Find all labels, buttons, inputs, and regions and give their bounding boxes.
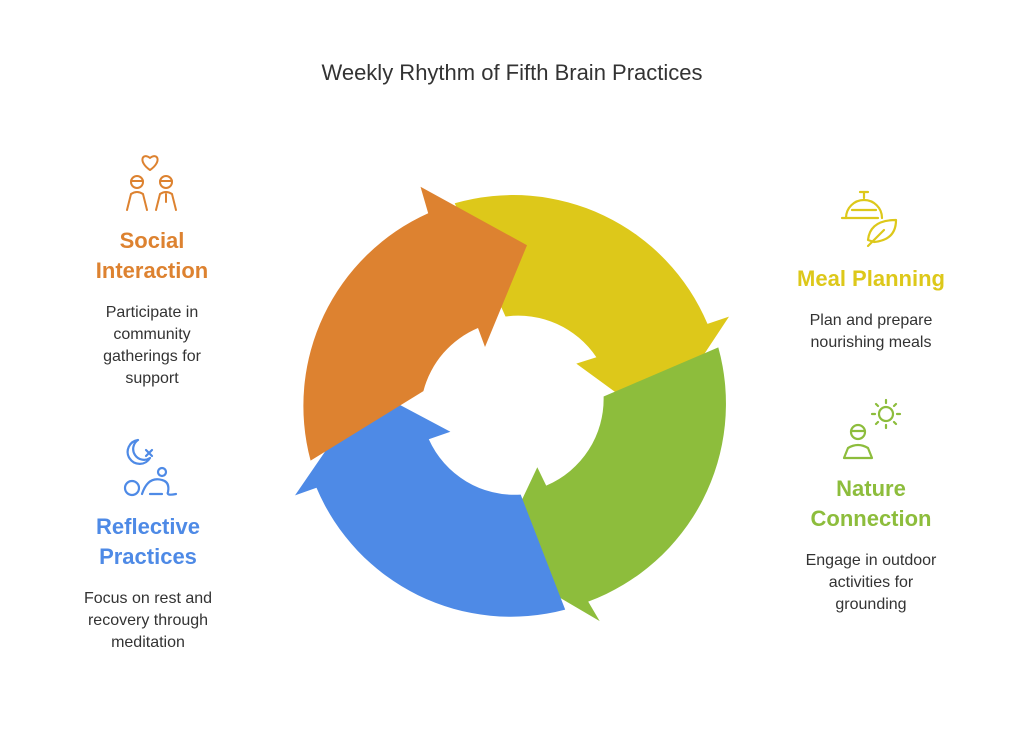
diagram-title: Weekly Rhythm of Fifth Brain Practices	[321, 60, 703, 85]
reflective-practices-heading: Reflective Practices	[96, 514, 200, 569]
cycle-arrow-nature	[494, 347, 726, 622]
meal-planning-description: Plan and prepare nourishing meals	[809, 312, 933, 351]
nature-connection-section: Nature Connection Engage in outdoor acti…	[766, 474, 976, 616]
social-interaction-description: Participate in community gatherings for …	[103, 304, 201, 387]
cycle-arrow-social	[303, 186, 527, 461]
reflective-practices-section: Reflective Practices Focus on rest and r…	[58, 512, 238, 654]
nature-connection-heading: Nature Connection	[810, 476, 932, 531]
social-interaction-section: Social Interaction Participate in commun…	[62, 226, 242, 390]
meal-planning-section: Meal Planning Plan and prepare nourishin…	[766, 264, 976, 354]
nature-connection-description: Engage in outdoor activities for groundi…	[805, 552, 937, 613]
person-sun-icon	[842, 398, 902, 460]
cloche-leaf-icon	[840, 190, 898, 248]
social-interaction-heading: Social Interaction	[95, 228, 209, 283]
cycle-arrow-reflective	[295, 388, 566, 617]
meal-planning-heading: Meal Planning	[797, 266, 945, 291]
people-heart-icon	[126, 155, 177, 211]
moon-meditation-icon	[123, 438, 178, 497]
reflective-practices-description: Focus on rest and recovery through medit…	[83, 590, 213, 651]
